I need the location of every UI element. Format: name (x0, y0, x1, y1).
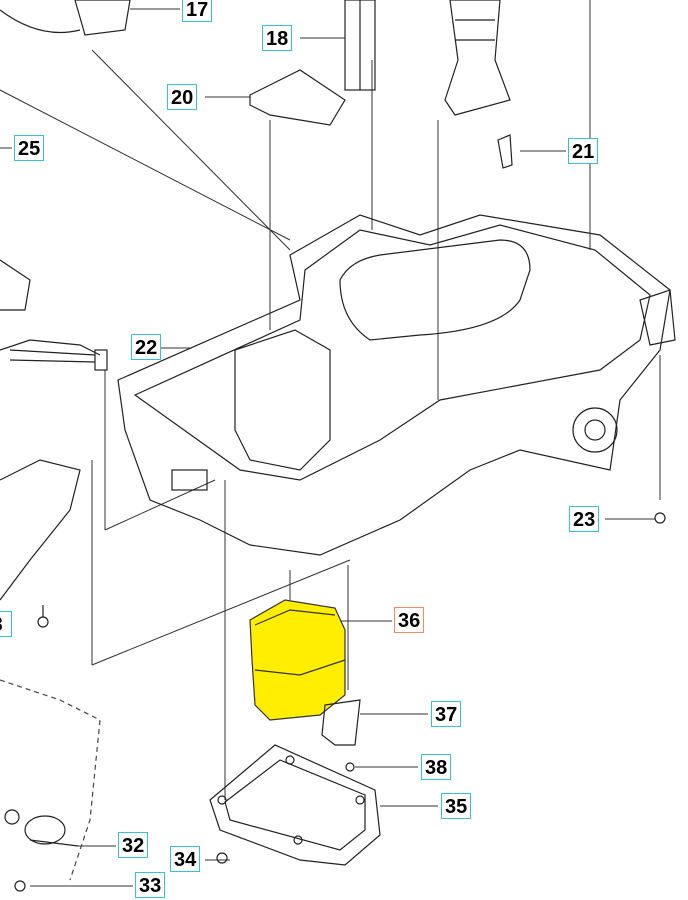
part-25-connector (9, 349, 108, 371)
part-32-switch (4, 809, 79, 847)
leader-lines (0, 0, 661, 887)
callout-17[interactable]: 17 (182, 0, 213, 22)
callout-32[interactable]: 32 (118, 832, 149, 858)
part-21-clip (497, 134, 513, 169)
dashed-outline (0, 679, 101, 881)
callout-38[interactable]: 38 (421, 754, 452, 780)
part-36-battery (249, 599, 346, 721)
callout-20[interactable]: 20 (167, 84, 198, 110)
part-left-cover (0, 259, 101, 601)
callout-37[interactable]: 37 (431, 701, 462, 727)
callout-36[interactable]: 36 (394, 607, 425, 633)
part-37-holder (321, 699, 361, 746)
part-8-screw (37, 605, 49, 628)
part-34-screw (216, 852, 228, 864)
callout-34[interactable]: 34 (170, 846, 201, 872)
callout-33[interactable]: 33 (135, 872, 166, 898)
part-18-rail (344, 0, 376, 91)
part-23-screw (654, 512, 666, 524)
part-33-screw (14, 880, 26, 892)
callout-35[interactable]: 35 (441, 793, 472, 819)
part-spring-shaft (444, 0, 511, 116)
part-main-housing (117, 214, 676, 556)
callout-23[interactable]: 23 (569, 506, 600, 532)
part-20-clip (249, 69, 346, 126)
part-35-cover-plate (209, 744, 381, 866)
part-17-bracket (0, 0, 131, 36)
callout-21[interactable]: 21 (568, 138, 599, 164)
callout-8[interactable]: 8 (0, 611, 12, 637)
callout-25[interactable]: 25 (14, 135, 45, 161)
callout-22[interactable]: 22 (131, 334, 162, 360)
part-38-screw (345, 762, 355, 772)
callout-18[interactable]: 18 (262, 25, 293, 51)
